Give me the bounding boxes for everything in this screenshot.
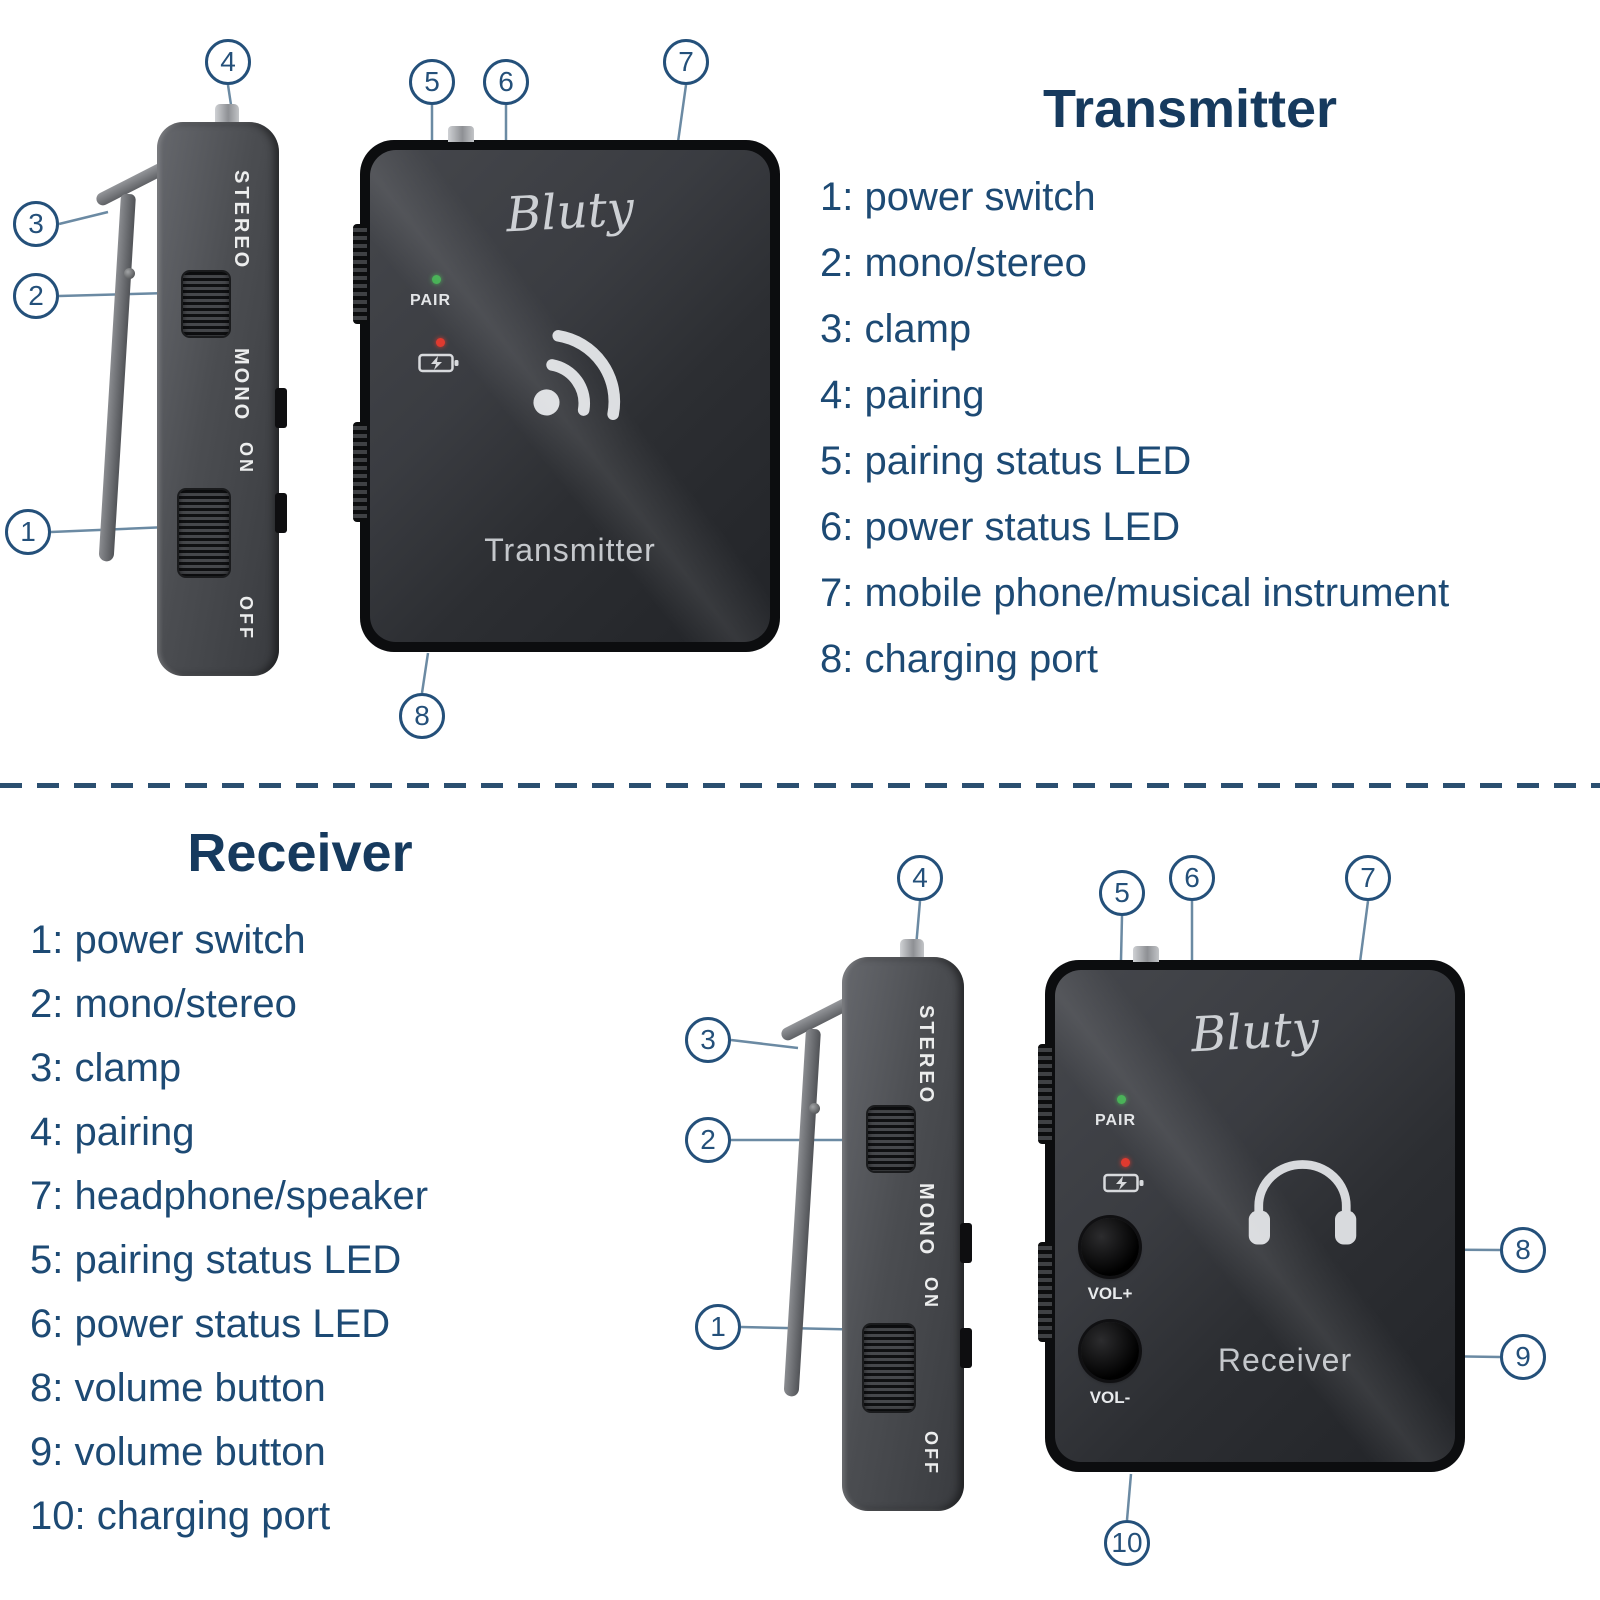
callout-5: 5 <box>1099 870 1145 916</box>
clamp-arm <box>98 193 136 562</box>
device-label: Receiver <box>1217 1342 1353 1378</box>
callout-7: 7 <box>663 39 709 85</box>
audio-jack <box>1133 946 1159 962</box>
off-label: OFF <box>236 596 256 641</box>
receiver-front-view: Bluty PAIR VOL+ VOL- Receiver <box>1038 946 1465 1472</box>
legend-item: 6: power status LED <box>820 505 1181 549</box>
mono-label: MONO <box>915 1183 937 1258</box>
device-body: STEREO MONO ON OFF <box>842 957 972 1511</box>
brand-logo: Bluty <box>504 180 636 244</box>
volume-down-button <box>1081 1322 1139 1380</box>
legend-item: 3: clamp <box>30 1046 182 1090</box>
device-label: Transmitter <box>484 532 656 568</box>
jack-tab <box>275 388 287 428</box>
section-divider <box>0 783 1600 788</box>
device-face: Bluty PAIR VOL+ VOL- Receiver <box>1055 970 1455 1462</box>
stereo-label: STEREO <box>230 170 252 271</box>
legend-item: 1: power switch <box>820 175 1096 219</box>
pair-label: PAIR <box>1095 1112 1137 1129</box>
receiver-legend: Receiver 1: power switch 2: mono/stereo … <box>30 822 570 1548</box>
mono-stereo-switch <box>868 1107 914 1171</box>
callout-10: 10 <box>1104 1520 1150 1566</box>
callout-2: 2 <box>13 273 59 319</box>
battery-icon <box>1103 1173 1144 1193</box>
transmitter-legend: Transmitter 1: power switch 2: mono/ster… <box>820 78 1560 692</box>
power-status-led <box>436 338 445 347</box>
legend-item: 8: charging port <box>820 637 1098 681</box>
clamp-screw <box>124 268 135 279</box>
switch-ridges <box>1038 1044 1052 1144</box>
callout-9: 9 <box>1500 1334 1546 1380</box>
legend-item: 7: mobile phone/musical instrument <box>820 571 1450 615</box>
legend-item: 5: pairing status LED <box>30 1238 402 1282</box>
callout-1: 1 <box>5 509 51 555</box>
device-face: Bluty PAIR Transmitter <box>370 150 770 642</box>
volume-up-button <box>1081 1218 1139 1276</box>
legend-item: 4: pairing <box>30 1110 195 1154</box>
receiver-side-view: STEREO MONO ON OFF <box>779 935 980 1525</box>
callout-1: 1 <box>695 1304 741 1350</box>
legend-item: 9: volume button <box>30 1430 326 1474</box>
brand-logo: Bluty <box>1189 1000 1321 1064</box>
callout-5: 5 <box>409 59 455 105</box>
receiver-title: Receiver <box>187 823 413 883</box>
battery-icon <box>418 353 459 373</box>
transmitter-front-view: Bluty PAIR Transmitter <box>353 126 780 652</box>
mono-stereo-switch <box>183 272 229 336</box>
power-status-led <box>1121 1158 1130 1167</box>
pairing-status-led <box>1117 1095 1126 1104</box>
power-switch <box>864 1325 914 1411</box>
clamp-screw <box>809 1103 820 1114</box>
callout-7: 7 <box>1345 855 1391 901</box>
off-label: OFF <box>921 1431 941 1476</box>
on-label: ON <box>236 442 256 475</box>
legend-item: 8: volume button <box>30 1366 326 1410</box>
callout-6: 6 <box>1169 855 1215 901</box>
callout-8: 8 <box>399 693 445 739</box>
signal-icon <box>533 330 621 421</box>
callout-8: 8 <box>1500 1227 1546 1273</box>
legend-item: 5: pairing status LED <box>820 439 1192 483</box>
legend-item: 2: mono/stereo <box>820 241 1087 285</box>
transmitter-title: Transmitter <box>1042 79 1338 139</box>
volume-up-label: VOL+ <box>1087 1284 1133 1303</box>
headphones-icon <box>1248 1160 1357 1245</box>
legend-item: 3: clamp <box>820 307 972 351</box>
legend-item: 7: headphone/speaker <box>30 1174 429 1218</box>
device-body: STEREO MONO ON OFF <box>157 122 287 676</box>
switch-ridges <box>353 422 367 522</box>
clamp-arm <box>783 1028 821 1397</box>
volume-down-label: VOL- <box>1089 1388 1131 1407</box>
callout-6: 6 <box>483 59 529 105</box>
power-switch <box>179 490 229 576</box>
legend-item: 2: mono/stereo <box>30 982 297 1026</box>
jack-tab <box>960 1223 972 1263</box>
on-label: ON <box>921 1277 941 1310</box>
callout-4: 4 <box>205 39 251 85</box>
legend-item: 4: pairing <box>820 373 985 417</box>
jack-tab <box>275 493 287 533</box>
callout-4: 4 <box>897 855 943 901</box>
audio-jack <box>448 126 474 142</box>
legend-item: 6: power status LED <box>30 1302 391 1346</box>
transmitter-side-view: STEREO MONO ON OFF <box>94 100 295 690</box>
callout-3: 3 <box>685 1017 731 1063</box>
pairing-status-led <box>432 275 441 284</box>
switch-ridges <box>1038 1242 1052 1342</box>
mono-label: MONO <box>230 348 252 423</box>
switch-ridges <box>353 224 367 324</box>
pair-label: PAIR <box>410 292 452 309</box>
callout-2: 2 <box>685 1117 731 1163</box>
jack-tab <box>960 1328 972 1368</box>
legend-item: 1: power switch <box>30 918 306 962</box>
callout-3: 3 <box>13 201 59 247</box>
stereo-label: STEREO <box>915 1005 937 1106</box>
legend-item: 10: charging port <box>30 1494 331 1538</box>
